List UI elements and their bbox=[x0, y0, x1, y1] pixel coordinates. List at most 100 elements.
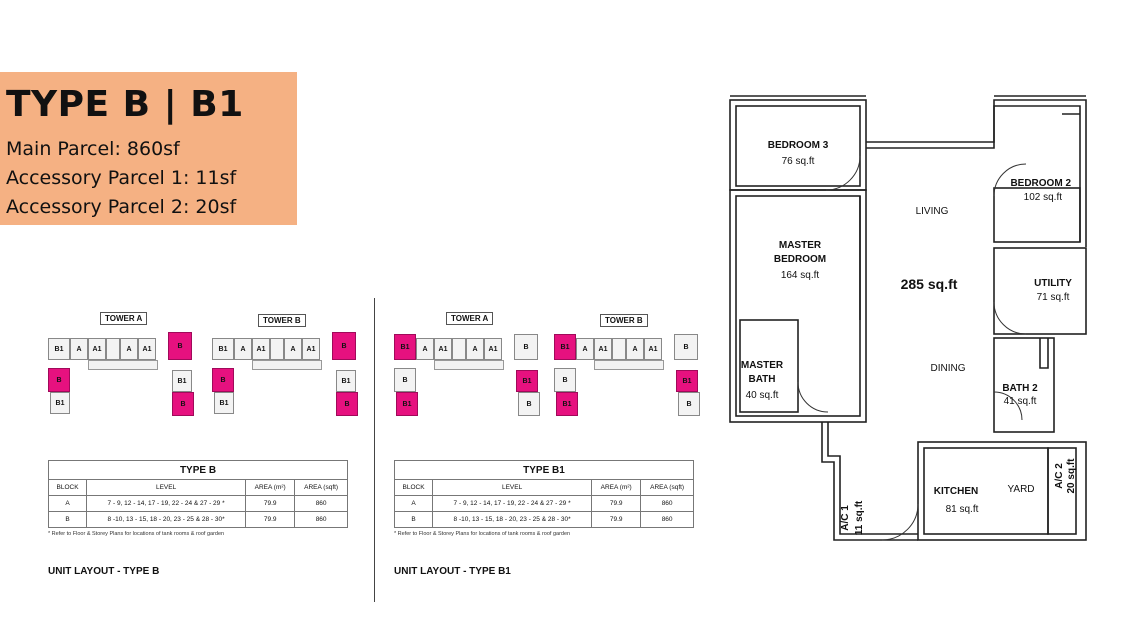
unit-a: A bbox=[466, 338, 484, 360]
unit-a: A bbox=[626, 338, 644, 360]
accessory-parcel-2-text: Accessory Parcel 2: 20sf bbox=[6, 196, 237, 218]
col-header: BLOCK bbox=[393, 479, 434, 496]
type-b1-panel: TOWER A B1 A A1 A A1 B B B1 B1 B TOWER B… bbox=[388, 300, 708, 590]
bath2-label: BATH 2 bbox=[1002, 383, 1038, 394]
table-cell: 79.9 bbox=[591, 495, 642, 512]
unit-b1-highlighted: B1 bbox=[556, 392, 578, 416]
unit-b: B bbox=[678, 392, 700, 416]
unit-a: A bbox=[576, 338, 594, 360]
table-cell: 860 bbox=[640, 495, 694, 512]
type-b-panel: TOWER A B1 A A1 A A1 B B B1 B1 B TOWER B… bbox=[42, 300, 362, 590]
master-bath-area: 40 sq.ft bbox=[746, 390, 779, 401]
unit-a: A bbox=[120, 338, 138, 360]
unit-a1: A1 bbox=[138, 338, 156, 360]
table-footnote: * Refer to Floor & Storey Plans for loca… bbox=[48, 531, 225, 537]
unit-type-header: TYPE B | B1 Main Parcel: 860sf Accessory… bbox=[0, 72, 297, 225]
unit-b-highlighted: B bbox=[168, 332, 192, 360]
table-title: TYPE B1 bbox=[394, 460, 694, 480]
table-row: A 7 - 9, 12 - 14, 17 - 19, 22 - 24 & 27 … bbox=[47, 495, 348, 512]
master-bedroom-label-2: BEDROOM bbox=[774, 254, 826, 265]
unit-b1: B1 bbox=[336, 370, 356, 392]
table-cell: A bbox=[393, 495, 434, 512]
living-label: LIVING bbox=[916, 206, 949, 217]
corridor bbox=[88, 360, 158, 370]
accessory-parcel-1-text: Accessory Parcel 1: 11sf bbox=[6, 167, 237, 189]
bedroom3-label: BEDROOM 3 bbox=[768, 140, 829, 151]
table-cell: 860 bbox=[294, 495, 348, 512]
unit-b1-highlighted: B1 bbox=[554, 334, 576, 360]
unit-b1: B1 bbox=[172, 370, 192, 392]
tower-a-tag: TOWER A bbox=[100, 312, 148, 325]
ac1-area: 11 sq.ft bbox=[854, 500, 865, 535]
ac2-area: 20 sq.ft bbox=[1066, 458, 1077, 494]
unit-b1-highlighted: B1 bbox=[676, 370, 698, 392]
bath2-area: 41 sq.ft bbox=[1004, 396, 1037, 407]
panel-divider bbox=[374, 298, 375, 602]
table-title: TYPE B bbox=[48, 460, 348, 480]
col-header: LEVEL bbox=[432, 479, 593, 496]
tower-a-tag: TOWER A bbox=[446, 312, 494, 325]
master-bath-label-1: MASTER bbox=[741, 360, 784, 371]
table-cell: 7 - 9, 12 - 14, 17 - 19, 22 - 24 & 27 - … bbox=[432, 495, 593, 512]
unit-b1: B1 bbox=[50, 392, 70, 414]
unit-a1: A1 bbox=[484, 338, 502, 360]
col-header: AREA (m²) bbox=[245, 479, 296, 496]
unit-a1: A1 bbox=[594, 338, 612, 360]
bedroom2-area: 102 sq.ft bbox=[1024, 192, 1063, 203]
unit-b1: B1 bbox=[48, 338, 70, 360]
unit-b-highlighted: B bbox=[332, 332, 356, 360]
unit-type-title: TYPE B | B1 bbox=[6, 84, 244, 125]
unit-b: B bbox=[394, 368, 416, 392]
tower-b-tag: TOWER B bbox=[600, 314, 648, 327]
core bbox=[106, 338, 120, 360]
unit-a1: A1 bbox=[302, 338, 320, 360]
col-header: AREA (sqft) bbox=[640, 479, 694, 496]
unit-layout-label: UNIT LAYOUT - TYPE B1 bbox=[394, 566, 511, 577]
table-cell: B bbox=[393, 511, 434, 528]
unit-b: B bbox=[518, 392, 540, 416]
core bbox=[612, 338, 626, 360]
col-header: BLOCK bbox=[47, 479, 88, 496]
utility-label: UTILITY bbox=[1034, 278, 1072, 289]
unit-b-highlighted: B bbox=[336, 392, 358, 416]
tower-a-keyplan: B1 A A1 A A1 B B B1 B1 B bbox=[394, 332, 540, 420]
table-cell: 79.9 bbox=[591, 511, 642, 528]
master-bedroom-label-1: MASTER bbox=[779, 240, 822, 251]
unit-layout-label: UNIT LAYOUT - TYPE B bbox=[48, 566, 160, 577]
kitchen-label: KITCHEN bbox=[934, 486, 978, 497]
table-footnote: * Refer to Floor & Storey Plans for loca… bbox=[394, 531, 571, 537]
floor-plan: BEDROOM 3 76 sq.ft BEDROOM 2 102 sq.ft L… bbox=[729, 95, 1087, 541]
table-cell: 7 - 9, 12 - 14, 17 - 19, 22 - 24 & 27 - … bbox=[86, 495, 247, 512]
tower-a-keyplan: B1 A A1 A A1 B B B1 B1 B bbox=[48, 332, 194, 420]
master-bedroom-area: 164 sq.ft bbox=[781, 270, 820, 281]
unit-a: A bbox=[284, 338, 302, 360]
unit-a: A bbox=[70, 338, 88, 360]
corridor bbox=[594, 360, 664, 370]
unit-b1-highlighted: B1 bbox=[396, 392, 418, 416]
type-b1-area-table: TYPE B1 BLOCK LEVEL AREA (m²) AREA (sqft… bbox=[393, 460, 694, 528]
main-parcel-text: Main Parcel: 860sf bbox=[6, 138, 180, 160]
unit-a: A bbox=[416, 338, 434, 360]
unit-a1: A1 bbox=[252, 338, 270, 360]
unit-b: B bbox=[514, 334, 538, 360]
tower-b-keyplan: B1 A A1 A A1 B B B1 B1 B bbox=[212, 332, 358, 420]
utility-area: 71 sq.ft bbox=[1037, 292, 1070, 303]
unit-a1: A1 bbox=[88, 338, 106, 360]
unit-b-highlighted: B bbox=[212, 368, 234, 392]
yard-label: YARD bbox=[1007, 484, 1034, 495]
table-cell: 8 -10, 13 - 15, 18 - 20, 23 - 25 & 28 - … bbox=[432, 511, 593, 528]
unit-b1-highlighted: B1 bbox=[394, 334, 416, 360]
table-cell: A bbox=[47, 495, 88, 512]
unit-b1: B1 bbox=[212, 338, 234, 360]
tower-b-tag: TOWER B bbox=[258, 314, 306, 327]
unit-a1: A1 bbox=[644, 338, 662, 360]
unit-a: A bbox=[234, 338, 252, 360]
bedroom3-area: 76 sq.ft bbox=[782, 156, 815, 167]
unit-b: B bbox=[554, 368, 576, 392]
corridor bbox=[434, 360, 504, 370]
living-area: 285 sq.ft bbox=[901, 276, 958, 292]
unit-b1: B1 bbox=[214, 392, 234, 414]
table-cell: 79.9 bbox=[245, 495, 296, 512]
bedroom2-label: BEDROOM 2 bbox=[1010, 178, 1071, 189]
master-bath-label-2: BATH bbox=[748, 374, 775, 385]
